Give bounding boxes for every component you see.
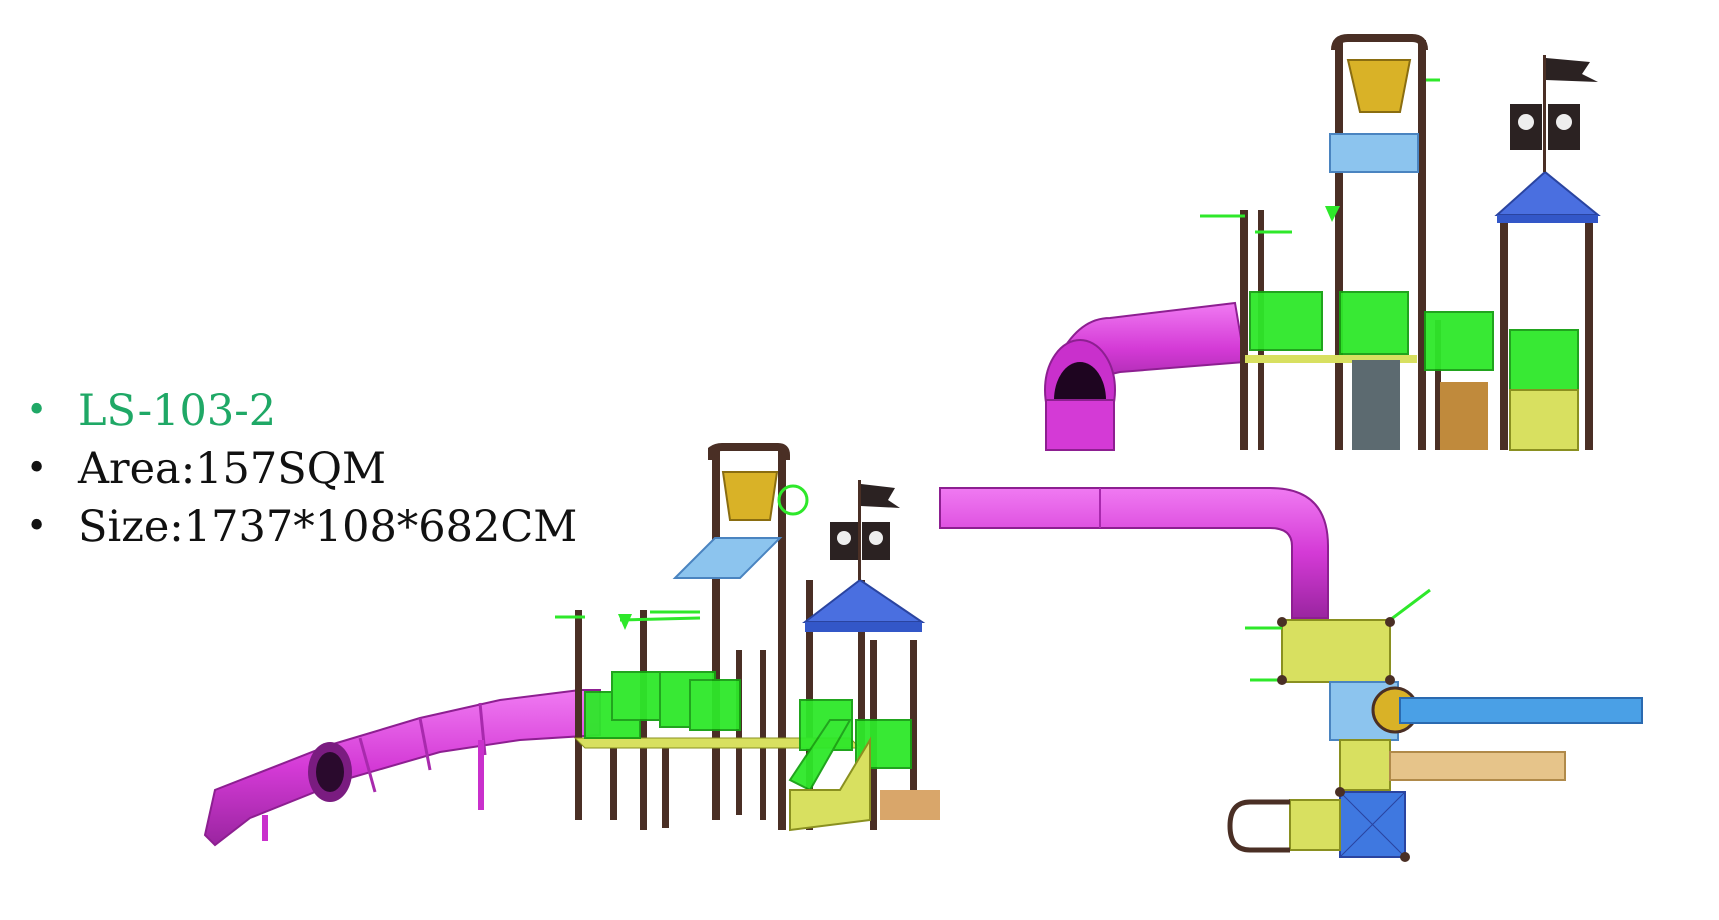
spec-list: •LS-103-2 •Area:157SQM •Size:1737*108*68…	[22, 382, 577, 556]
playground-perspective-view	[203, 443, 940, 847]
playground-top-view	[939, 487, 1643, 862]
playground-front-view	[1044, 34, 1601, 451]
area-spec: •Area:157SQM	[22, 440, 577, 498]
size-spec: •Size:1737*108*682CM	[22, 498, 577, 556]
bullet-icon: •	[26, 448, 48, 489]
model-number: •LS-103-2	[22, 382, 577, 440]
bullet-icon: •	[26, 506, 48, 547]
bullet-icon: •	[26, 390, 48, 431]
